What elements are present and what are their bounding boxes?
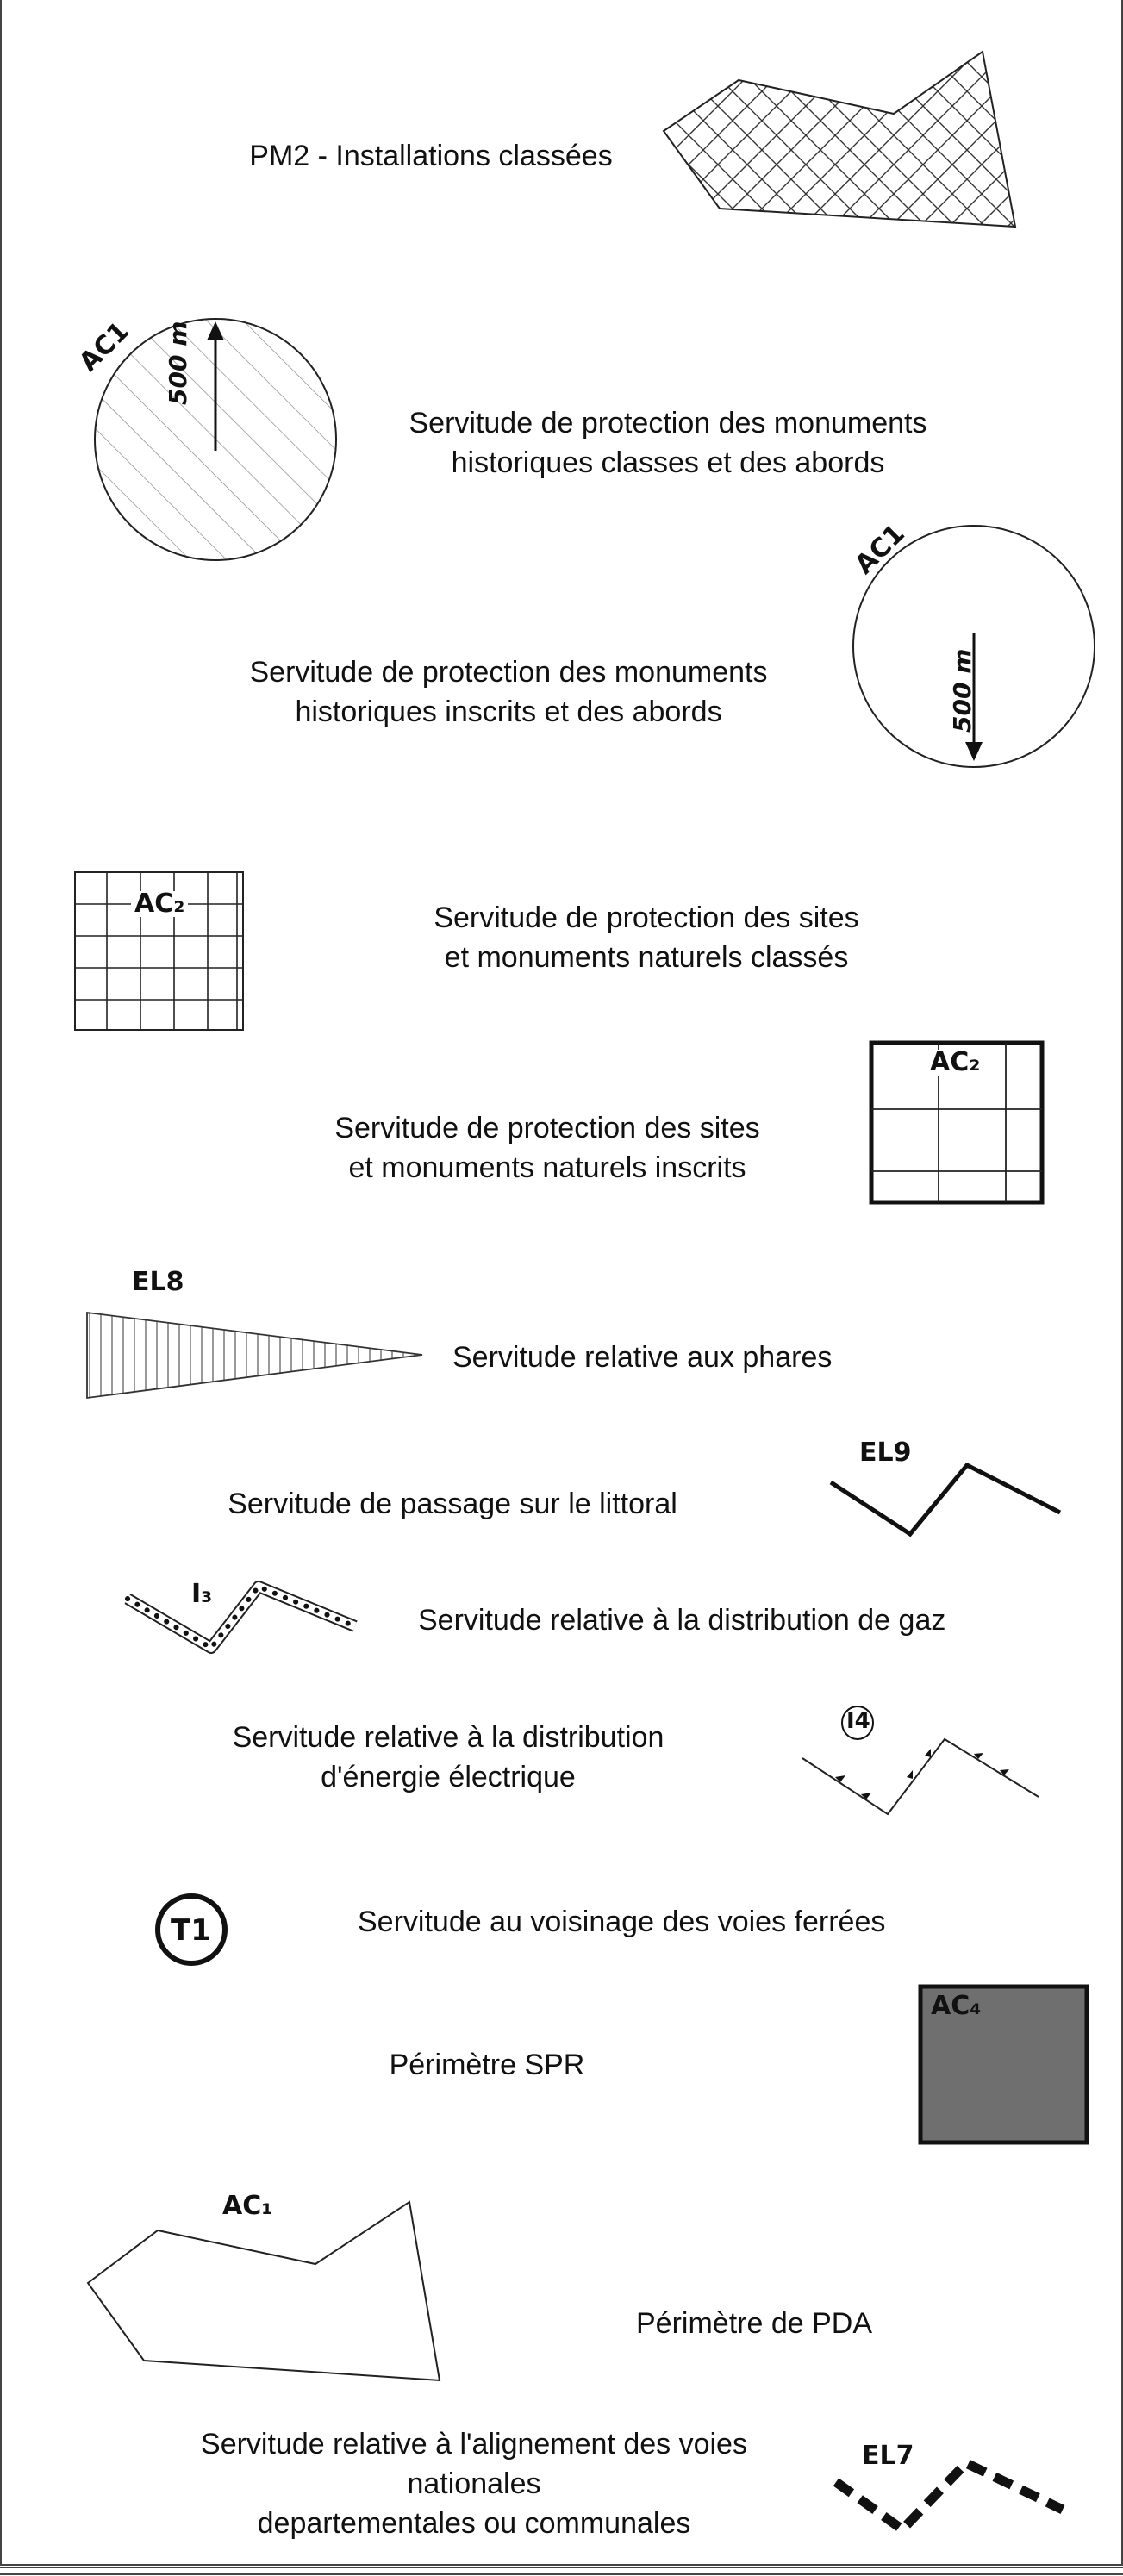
i3-code: I₃ (191, 1579, 213, 1609)
pda-label: Périmètre de PDA (636, 2307, 872, 2340)
el7-code: EL7 (862, 2441, 914, 2471)
i4-code-circle (841, 1706, 874, 1740)
el8-label: Servitude relative aux phares (452, 1341, 833, 1374)
ac1-classes-label: Servitude de protection des monuments hi… (409, 407, 927, 479)
ac2-classes-label: Servitude de protection des sites et mon… (434, 901, 859, 974)
ac2-inscrits-code: AC₂ (926, 1050, 984, 1076)
el7-label: Servitude relative à l'alignement des vo… (201, 2428, 747, 2540)
ac4-spr-filled-square-symbol (918, 1984, 1089, 2145)
t1-code: T1 (171, 1913, 211, 1948)
ac1-classes-radius: 500 m (164, 321, 192, 405)
t1-label: Servitude au voisinage des voies ferrées (358, 1905, 886, 1938)
legend-bottom-rule (0, 2567, 1123, 2568)
ac2-classes-code: AC₂ (131, 891, 189, 917)
ac4-label: Périmètre SPR (389, 2049, 585, 2081)
ac2-inscrits-label: Servitude de protection des sites et mon… (334, 1112, 760, 1184)
i3-dotted-gas-line-symbol (124, 1581, 358, 1654)
el7-dashed-line-symbol (833, 2457, 1065, 2536)
t1-circle-symbol (155, 1893, 228, 1966)
pda-code: AC₁ (222, 2191, 273, 2221)
pm2-label: PM2 - Installations classées (249, 140, 613, 172)
el8-code: EL8 (132, 1267, 184, 1297)
el8-hatched-triangle-symbol (86, 1311, 423, 1400)
el9-code: EL9 (859, 1438, 912, 1468)
legend-bottom-rule-2 (0, 2573, 1123, 2575)
pm2-crosshatch-polygon-symbol (662, 50, 1017, 228)
ac1-inscrits-circle-symbol (852, 525, 1095, 768)
ac4-code: AC₄ (931, 1991, 982, 2021)
ac1-inscrits-radius: 500 m (948, 648, 976, 733)
el9-zigzag-line-symbol (829, 1462, 1062, 1537)
el9-label: Servitude de passage sur le littoral (228, 1488, 677, 1520)
ac1-inscrits-label: Servitude de protection des monuments hi… (249, 656, 768, 728)
ac2-inscrits-grid-symbol (869, 1040, 1045, 1205)
i4-electric-line-symbol (802, 1737, 1039, 1816)
i3-label: Servitude relative à la distribution de … (418, 1604, 946, 1637)
pda-outline-polygon-symbol (86, 2200, 441, 2382)
i4-label: Servitude relative à la distribution d'é… (232, 1721, 664, 1793)
ac1-classes-hatched-circle-symbol (94, 318, 337, 561)
i4-code: I4 (846, 1708, 870, 1734)
